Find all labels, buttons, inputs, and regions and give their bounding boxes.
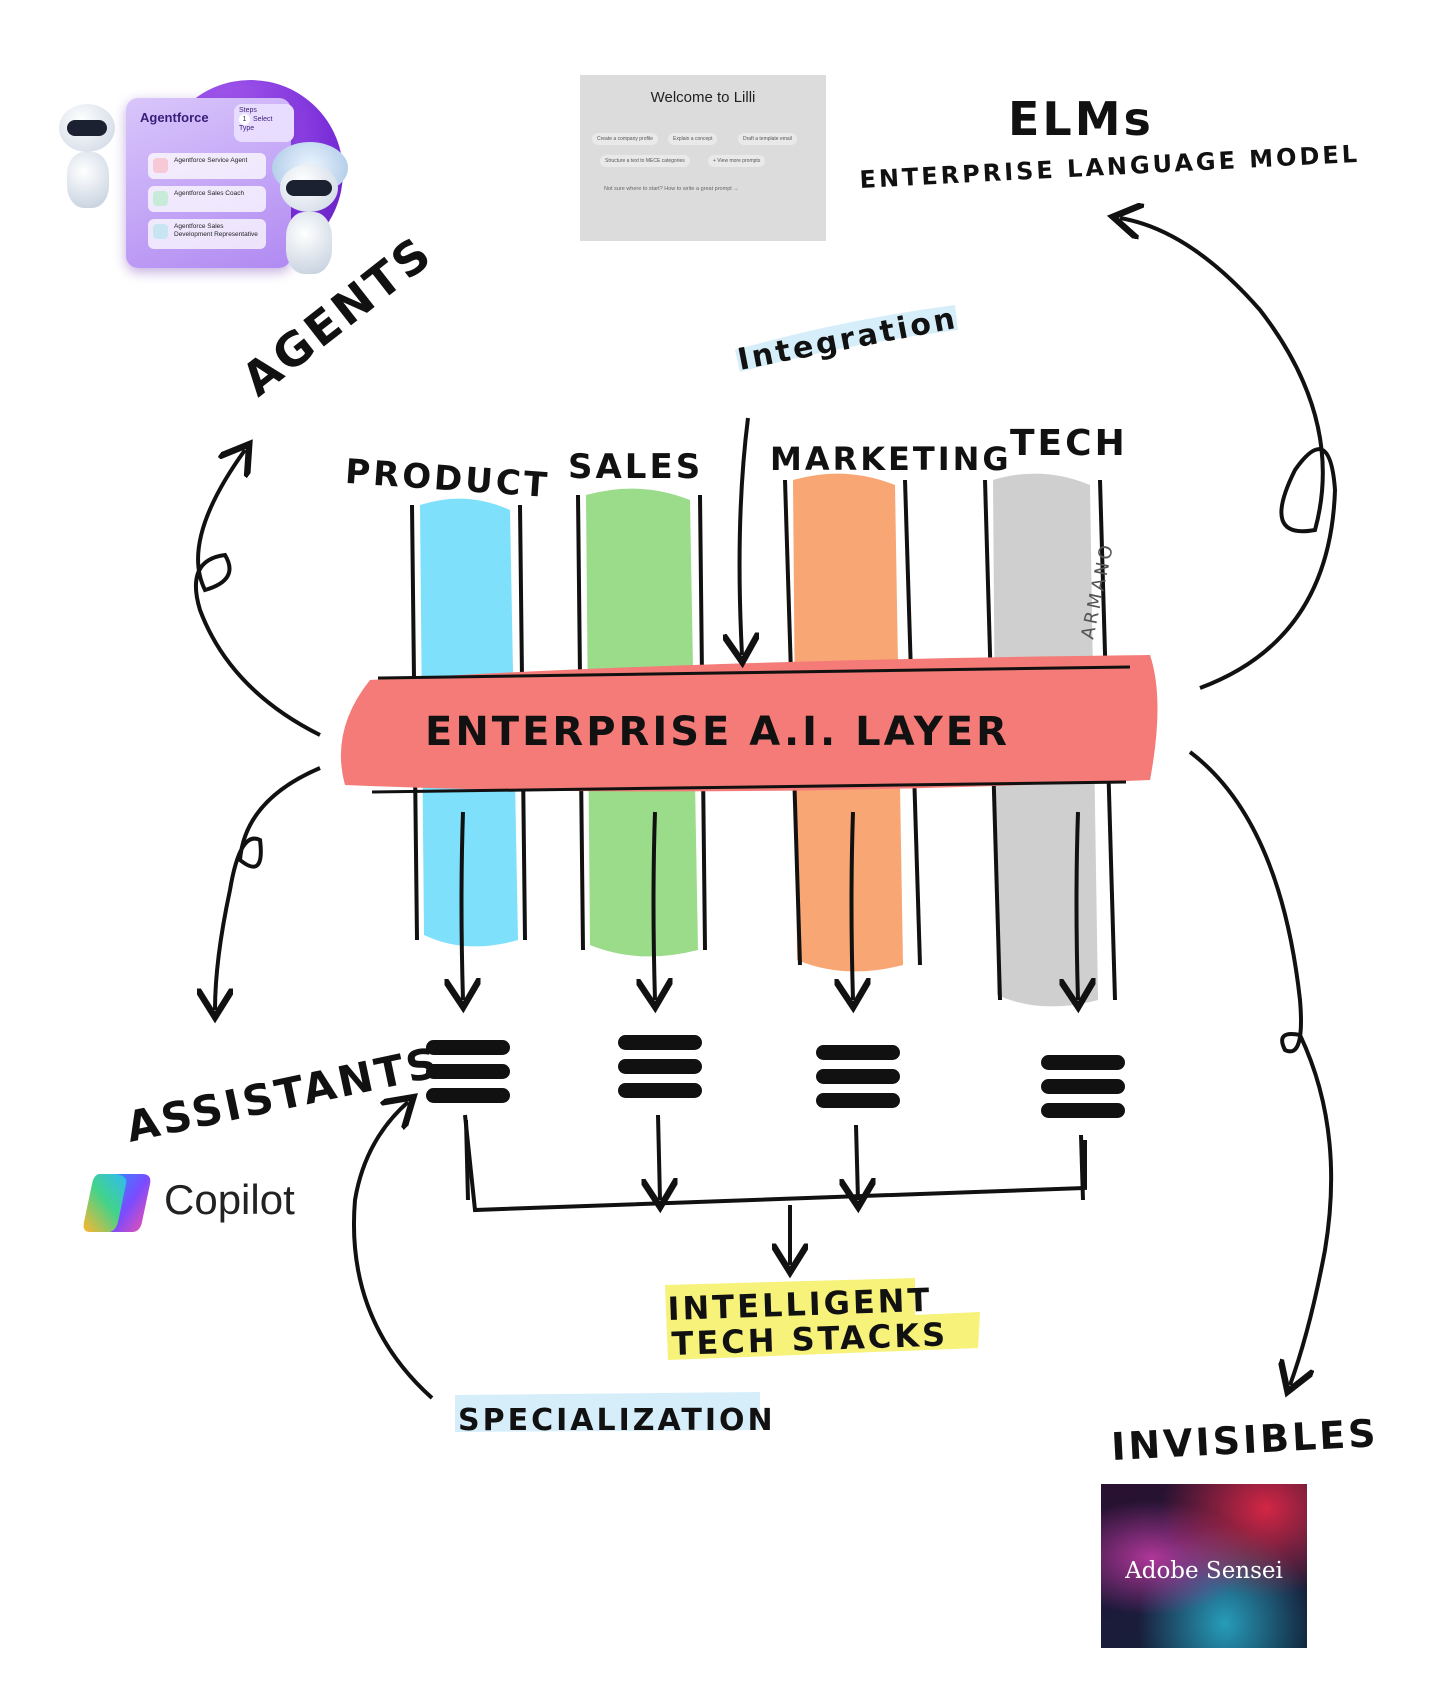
prompt-chip[interactable]: Structure a text to MECE categories	[600, 155, 690, 167]
stack-bar-tech	[1041, 1079, 1125, 1094]
lilli-footer: Not sure where to start? How to write a …	[604, 186, 739, 192]
column-arrow-marketing	[852, 811, 854, 1000]
specialization-highlight	[455, 1392, 760, 1432]
adobe-sensei-image: Adobe Sensei	[1101, 1484, 1307, 1648]
copilot-name: Copilot	[164, 1176, 295, 1223]
stack-bar-tech	[1041, 1055, 1125, 1070]
assistants-arrow	[215, 766, 321, 1010]
stack-bar-marketing	[816, 1045, 900, 1060]
invisibles-arrow	[1188, 750, 1334, 1385]
column-label-product: PRODUCT	[344, 452, 551, 506]
elms-label: ELMs	[1008, 92, 1154, 146]
stack-bar-tech	[1041, 1103, 1125, 1118]
intelligent-highlight	[665, 1278, 980, 1360]
agentforce-item-label: Agentforce Sales Coach	[174, 190, 245, 197]
stack-bar-marketing	[816, 1069, 900, 1084]
elms-arrow	[1120, 218, 1338, 690]
lilli-screenshot: Welcome to Lilli Create a company profil…	[580, 75, 826, 241]
prompt-chip[interactable]: Explain a concept	[668, 133, 718, 145]
enterprise-layer-label: ENTERPRISE A.I. LAYER	[425, 709, 1010, 755]
robot-right-icon	[262, 142, 352, 277]
invisibles-label: INVISIBLES	[1110, 1411, 1379, 1469]
enterprise-layer-band	[340, 655, 1158, 792]
stack-bar-product	[426, 1064, 510, 1079]
stack-bar-product	[426, 1040, 510, 1055]
column-arrow-sales	[654, 811, 656, 1000]
sdr-icon	[153, 224, 168, 239]
stack-bar-sales	[618, 1035, 702, 1050]
agentforce-item[interactable]: Agentforce Sales Coach	[148, 186, 266, 212]
prompt-chip[interactable]: Create a company profile	[592, 133, 658, 145]
headset-icon	[153, 158, 168, 173]
step-text: Select Type	[239, 116, 273, 132]
column-arrow-product	[462, 811, 464, 1000]
stack-connector-tech	[1079, 1134, 1085, 1201]
prompt-chip[interactable]: Draft a template email	[738, 133, 797, 145]
agentforce-item-label: Agentforce Service Agent	[174, 157, 248, 164]
layer-bottom-line	[371, 780, 1127, 794]
integration-arrow	[740, 417, 748, 655]
integration-highlight	[735, 305, 958, 372]
adobe-sensei-name: Adobe Sensei	[1125, 1558, 1283, 1584]
specialization-arrow	[352, 1102, 434, 1400]
agentforce-item[interactable]: Agentforce Sales Development Representat…	[148, 219, 266, 249]
column-label-sales: SALES	[568, 447, 703, 487]
step-number: 1	[239, 114, 250, 125]
column-label-tech: TECH	[1010, 423, 1128, 464]
stack-bar-sales	[618, 1059, 702, 1074]
stack-connector-sales	[658, 1114, 660, 1200]
column-label-marketing: MARKETING	[770, 440, 1012, 478]
agents-arrow	[193, 450, 321, 737]
assistants-label: ASSISTANTS	[122, 1038, 444, 1152]
view-more-prompts[interactable]: + View more prompts	[708, 155, 766, 167]
coach-icon	[153, 191, 168, 206]
lilli-title: Welcome to Lilli	[650, 89, 756, 106]
intelligent-line1: INTELLIGENT	[667, 1281, 933, 1328]
stack-bar-sales	[618, 1083, 702, 1098]
steps-label: Steps	[239, 107, 257, 114]
copilot-logo-icon	[83, 1174, 151, 1232]
integration-label: Integration	[735, 301, 961, 378]
agentforce-title: Agentforce	[140, 110, 209, 125]
robot-left-icon	[55, 100, 125, 215]
agentforce-item-label: Agentforce Sales Development Representat…	[174, 223, 258, 238]
stack-bar-product	[426, 1088, 510, 1103]
elms-full-label: ENTERPRISE LANGUAGE MODEL	[859, 140, 1361, 194]
specialization-label: SPECIALIZATION	[458, 1403, 776, 1438]
layer-top-line	[377, 665, 1131, 680]
stacks-connector	[463, 1114, 1087, 1213]
agentforce-item[interactable]: Agentforce Service Agent	[148, 153, 266, 179]
stack-bar-marketing	[816, 1093, 900, 1108]
column-arrow-tech	[1077, 811, 1079, 1000]
stack-connector-marketing	[856, 1124, 858, 1200]
